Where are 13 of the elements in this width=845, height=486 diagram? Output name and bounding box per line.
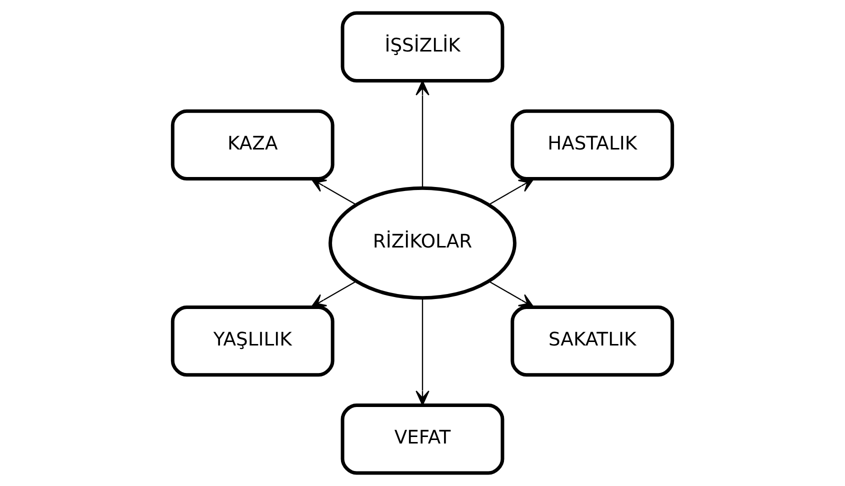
node-box: HASTALIK [510,109,674,181]
node-ellipse: RİZİKOLAR [328,186,516,300]
arrow [310,280,356,308]
node-box: VEFAT [340,404,504,475]
arrow [488,280,534,308]
arrow [310,178,356,206]
arrow [416,298,430,406]
node-box: SAKATLIK [510,305,674,377]
node-box: KAZA [170,109,334,181]
node-box: YAŞLILIK [170,305,334,377]
node-box: İŞSİZLİK [340,11,504,82]
arrow [416,80,430,188]
arrow [488,178,534,206]
